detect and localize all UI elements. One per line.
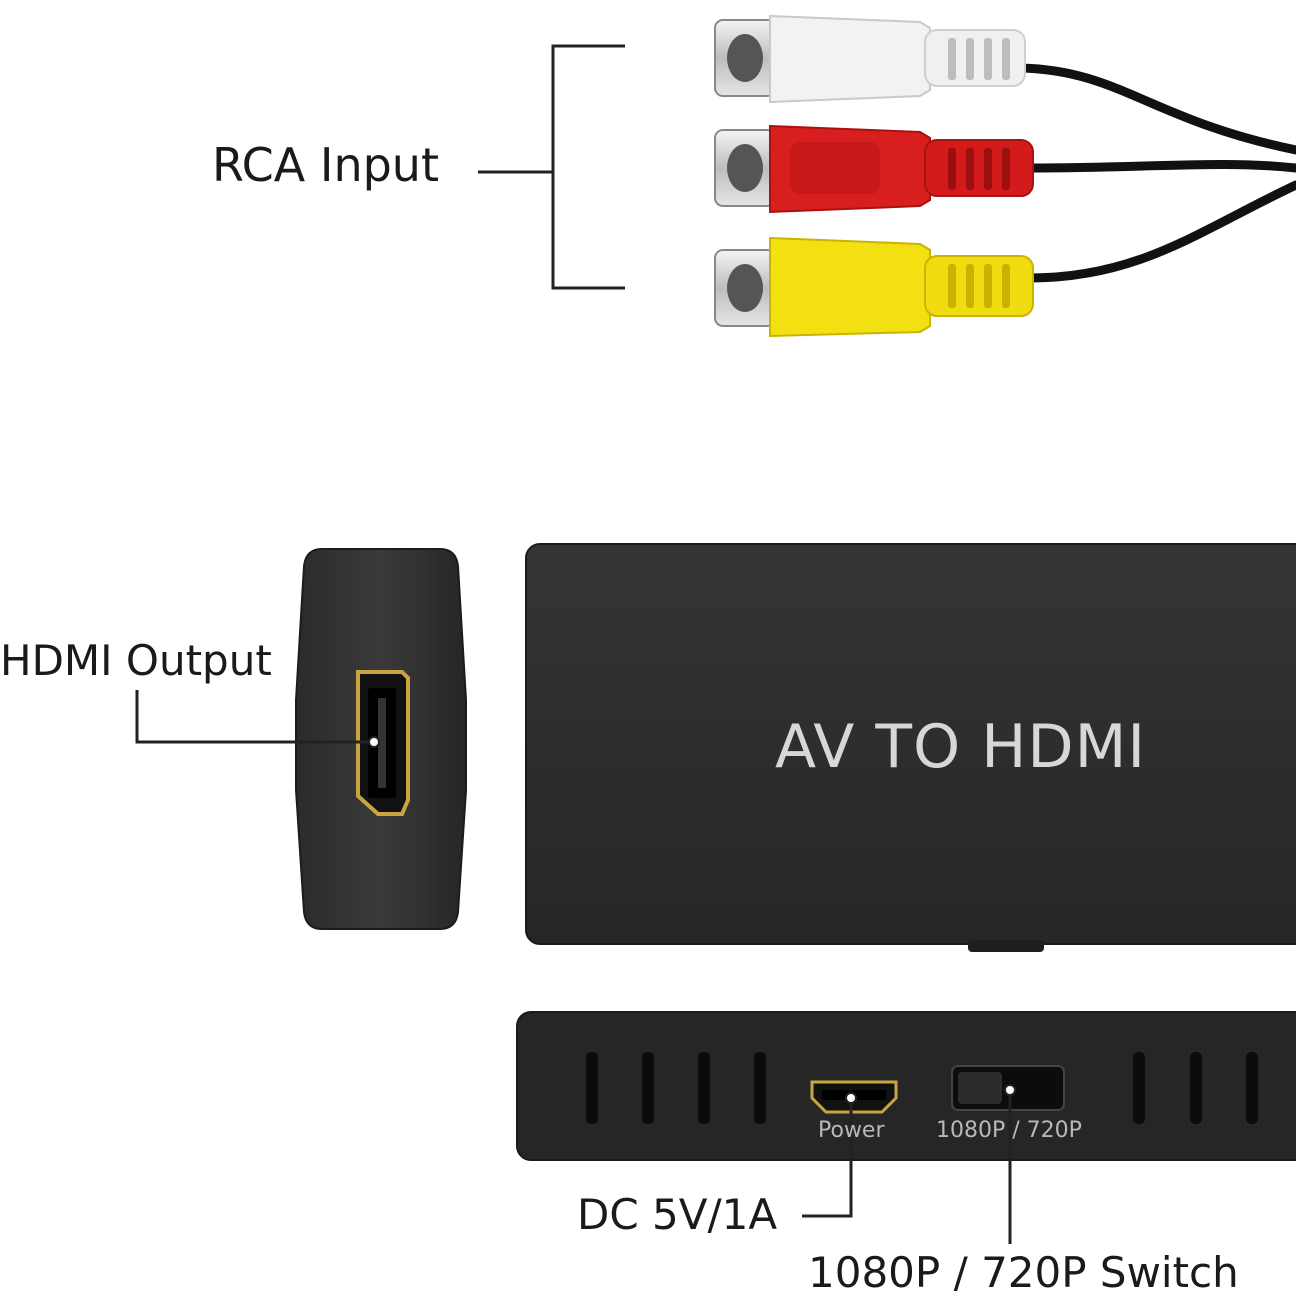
device-title: AV TO HDMI: [775, 712, 1147, 782]
power-port-label: Power: [818, 1118, 885, 1143]
vent-slots-right: [1133, 1052, 1258, 1124]
resolution-switch-label: 1080P / 720P Switch: [808, 1248, 1239, 1297]
dc-callout-line: [802, 1103, 853, 1218]
vent-slots-left: [586, 1052, 766, 1124]
device-side-view: [516, 1011, 1296, 1161]
hdmi-end-view: [295, 548, 467, 930]
rca-input-label: RCA Input: [212, 138, 439, 192]
hdmi-port-icon: [356, 670, 410, 816]
hdmi-output-label: HDMI Output: [0, 636, 272, 685]
hdmi-callout-line: [135, 690, 370, 744]
device-top-view: [525, 543, 1296, 952]
rca-wires: [1015, 63, 1296, 283]
rca-plug-yellow: [714, 236, 1034, 338]
rca-plug-red: [714, 124, 1034, 214]
rca-plug-white: [714, 14, 1026, 104]
switch-position-label: 1080P / 720P: [936, 1118, 1082, 1143]
rca-callout-bracket: [478, 44, 625, 290]
dc-power-label: DC 5V/1A: [577, 1190, 778, 1239]
